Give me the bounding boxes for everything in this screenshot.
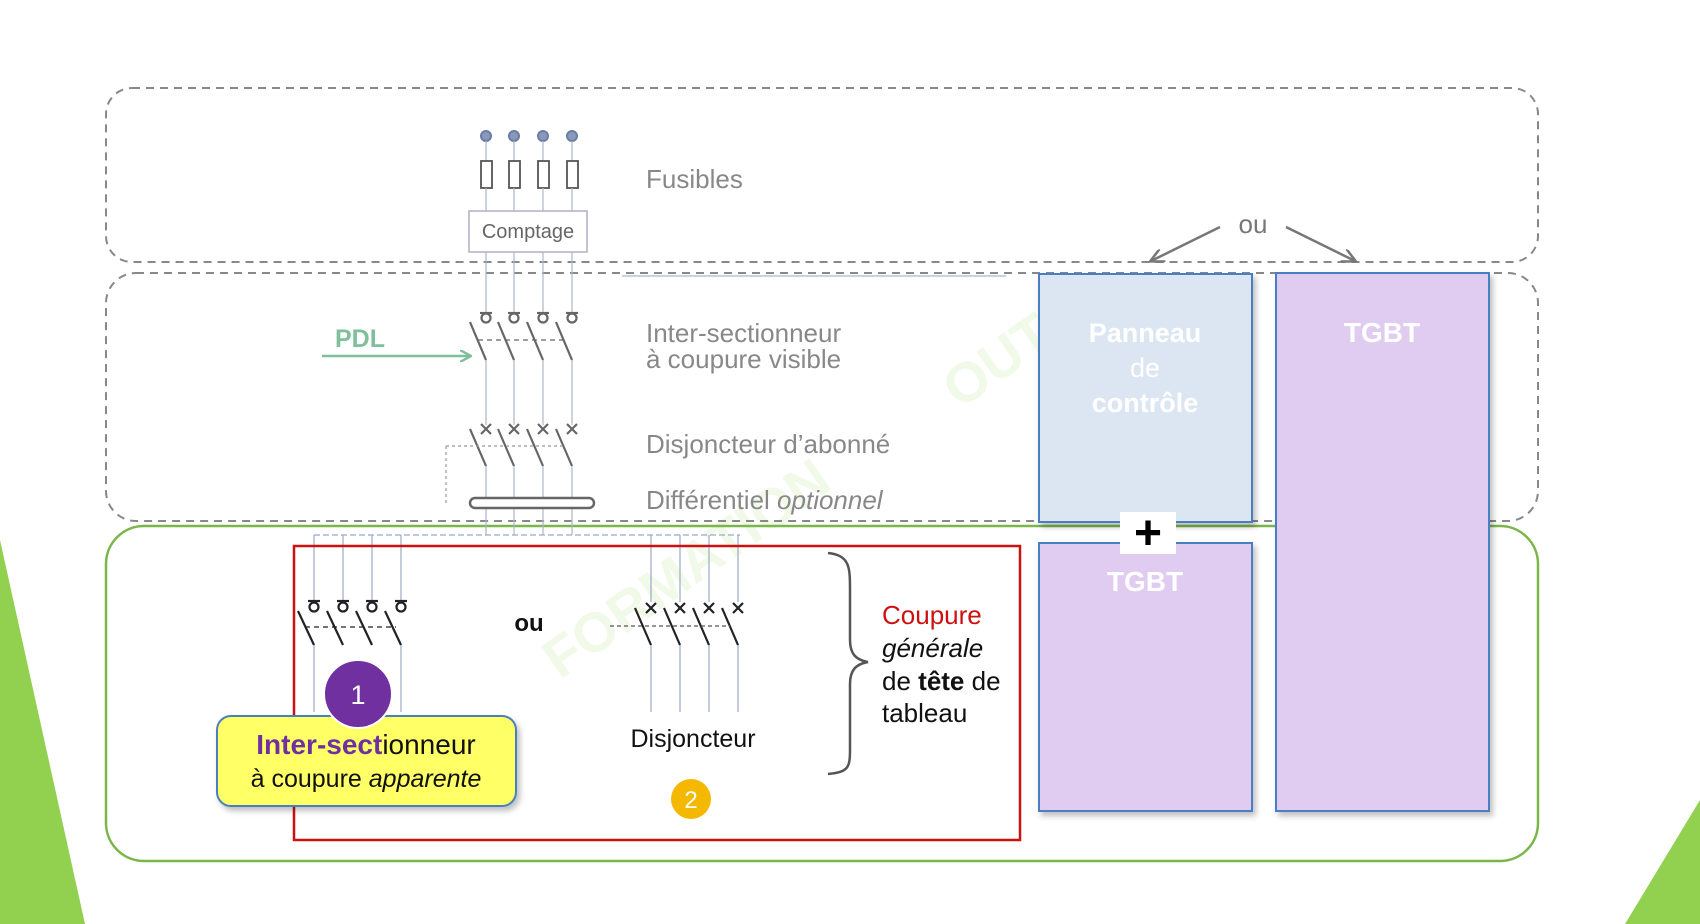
- cutoff-line3: de tête de: [882, 666, 1001, 696]
- control-panel-line1: Panneau: [1089, 318, 1202, 348]
- watermark-text-1: FORMATION: [531, 446, 841, 690]
- option2-wires: [650, 645, 739, 712]
- tgbt-right-label: TGBT: [1344, 317, 1420, 348]
- option1-badge: [323, 659, 393, 729]
- tgbt-right-box: [1275, 272, 1490, 812]
- cutoff-title: Coupure: [882, 600, 982, 630]
- control-panel-line2: de: [1130, 353, 1160, 383]
- plus-box: [1120, 512, 1176, 554]
- main-breaker-symbol: [610, 602, 744, 646]
- option1-wires: [313, 645, 402, 712]
- pdl-label: PDL: [335, 325, 385, 353]
- control-panel-line3: contrôle: [1092, 388, 1199, 418]
- supply-wires: [485, 252, 1006, 312]
- green-corner-right: [1625, 800, 1700, 924]
- visible-isolator-symbol: [468, 311, 578, 361]
- bottom-zone-frame: [104, 524, 1540, 863]
- control-panel-box: [1038, 273, 1253, 523]
- top-or-label: ou: [1239, 209, 1268, 239]
- switch-label-line1: Inter-sectionneur: [646, 318, 841, 348]
- differential-symbol: [468, 496, 596, 510]
- middle-wires: [485, 360, 573, 425]
- tgbt-lower-label: TGBT: [1107, 566, 1183, 597]
- option2-label: Disjoncteur: [630, 725, 755, 753]
- cutoff-line4: tableau: [882, 698, 967, 728]
- tgbt-lower-box: [1038, 542, 1253, 812]
- or-arrow-left: [1151, 225, 1221, 261]
- breaker-label: Disjoncteur d’abonné: [646, 429, 890, 459]
- differential-label: Différentiel optionnel: [646, 485, 884, 515]
- plus-sign: +: [1134, 507, 1162, 560]
- or-arrow-right: [1285, 225, 1355, 261]
- curly-brace: [827, 551, 869, 776]
- switch-label-line2: à coupure visible: [646, 344, 841, 374]
- fuse-block: [480, 130, 579, 211]
- meter-box: [468, 210, 588, 253]
- option2-badge: [671, 779, 711, 819]
- option2-badge-number: 2: [684, 787, 697, 814]
- option1-subtitle: à coupure apparente: [251, 765, 482, 793]
- subscriber-breaker-symbol: [445, 423, 578, 505]
- middle-zone-frame: [105, 272, 1539, 522]
- option-or-label: ou: [514, 610, 543, 637]
- top-zone-frame: [105, 87, 1539, 263]
- cutoff-line2: générale: [882, 633, 983, 663]
- main-cutoff-frame: [292, 544, 1022, 842]
- green-corner-left: [0, 540, 85, 924]
- meter-label: Comptage: [482, 221, 574, 243]
- fuses-label: Fusibles: [646, 164, 743, 194]
- apparent-isolator-symbol: [297, 599, 407, 646]
- option1-badge-number: 1: [350, 680, 365, 710]
- option1-title: Inter-sectionneur: [256, 729, 475, 760]
